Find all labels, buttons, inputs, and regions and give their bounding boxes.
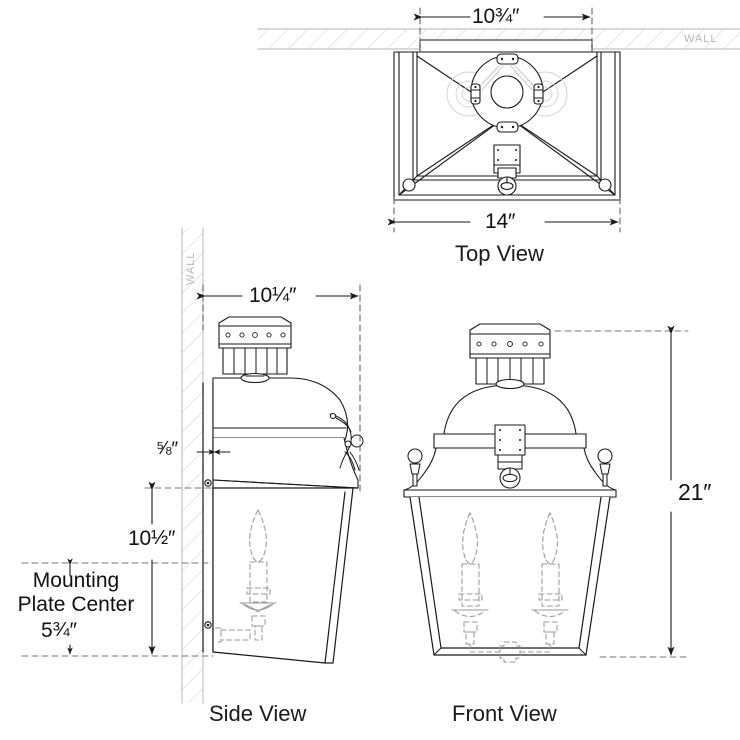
dimension-label-top-depth: 10¾″	[472, 3, 520, 28]
dimension-top-width	[387, 197, 621, 233]
wall-label-top: WALL	[684, 33, 718, 45]
top-view-latch	[493, 144, 521, 196]
front-view-candles	[451, 512, 569, 663]
dimension-side-projection	[196, 284, 361, 493]
view-label-side: Side View	[209, 701, 307, 726]
mounting-plate-line-2: Plate Center	[17, 592, 135, 616]
dimension-mount-heights	[21, 481, 214, 657]
side-view-geometry	[202, 316, 364, 664]
dimension-label-mount-to-bottom: 5¾″	[41, 617, 77, 642]
wall-label-side: WALL	[185, 251, 197, 285]
wall-section-side	[181, 227, 204, 704]
mounting-plate-center-annotation: Mounting Plate Center	[10, 569, 142, 616]
dimension-top-depth	[413, 7, 593, 53]
mounting-plate-line-1: Mounting	[32, 569, 120, 592]
side-view-candle	[215, 509, 277, 643]
dimension-label-overall-height: 21″	[678, 479, 712, 505]
dimension-label-mount-to-top: 10½″	[128, 525, 176, 550]
dimension-label-backplate-gap: ⅝″	[156, 436, 178, 460]
view-label-front: Front View	[452, 701, 557, 726]
view-label-top: Top View	[455, 241, 544, 266]
top-view-socket-cluster	[446, 53, 568, 133]
dimension-label-side-projection: 10¼″	[249, 282, 297, 307]
dimension-overall-height	[554, 325, 689, 658]
dimension-label-top-width: 14″	[485, 210, 516, 233]
front-view-geometry	[403, 323, 617, 656]
